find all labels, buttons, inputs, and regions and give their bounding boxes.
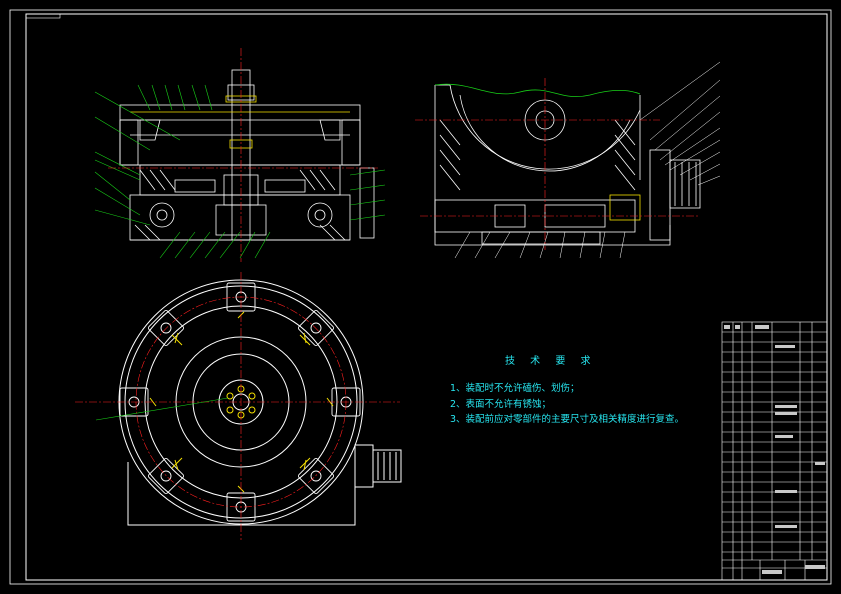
outer-border xyxy=(9,9,832,585)
front-view-centerlines xyxy=(108,48,378,262)
plan-view-centerlines xyxy=(75,272,400,540)
plan-view-leader xyxy=(95,397,229,421)
side-view-yellow-parts xyxy=(609,194,641,221)
tech-requirement-item: 3、装配前应对零部件的主要尺寸及相关精度进行复查。 xyxy=(450,414,685,425)
front-view-leader-lines xyxy=(94,84,386,259)
tech-requirements-title: 技 术 要 求 xyxy=(505,356,597,367)
front-section-view xyxy=(119,69,375,241)
front-view-yellow-parts xyxy=(130,95,350,149)
parts-list-fill-marks xyxy=(724,325,825,574)
inner-border xyxy=(25,13,828,581)
plan-view xyxy=(118,279,402,526)
side-section-view xyxy=(434,84,701,246)
side-view-leader-lines xyxy=(454,61,721,259)
parts-list-table xyxy=(721,321,828,581)
tech-requirement-item: 1、装配时不允许磕伤、划伤； xyxy=(450,383,580,394)
side-view-centerlines xyxy=(415,78,700,250)
corner-tag xyxy=(25,13,61,19)
side-view-break-line xyxy=(434,83,641,98)
tech-requirement-item: 2、表面不允许有锈蚀； xyxy=(450,399,552,410)
